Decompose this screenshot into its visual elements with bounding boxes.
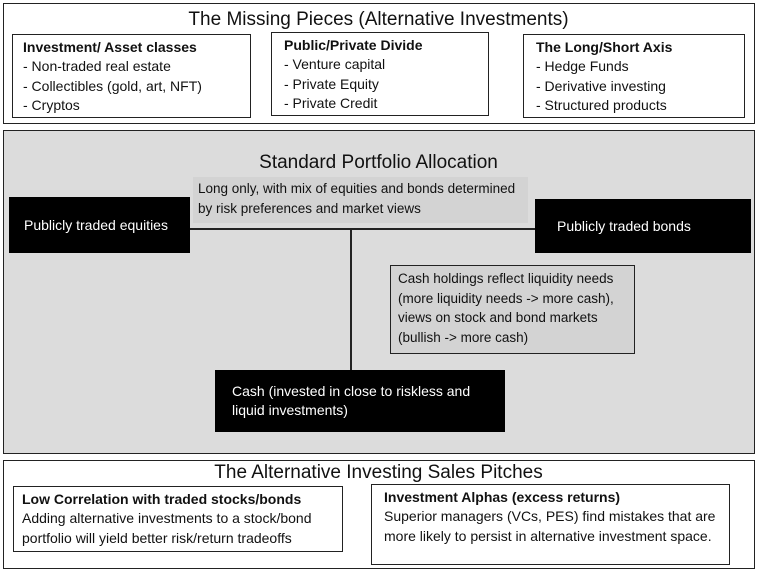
- standard-allocation-title: Standard Portfolio Allocation: [259, 152, 498, 173]
- low-correlation-box: Low Correlation with traded stocks/bonds…: [13, 486, 343, 552]
- list-item: - Venture capital: [284, 56, 386, 72]
- vertical-connector: [350, 228, 352, 371]
- investment-alphas-body: Superior managers (VCs, PES) find mistak…: [384, 508, 716, 544]
- public-private-box: Public/Private Divide - Venture capital …: [271, 32, 489, 116]
- asset-classes-list: - Non-traded real estate - Collectibles …: [23, 57, 240, 116]
- list-item: - Non-traded real estate: [23, 58, 171, 74]
- list-item: - Structured products: [536, 97, 667, 113]
- standard-allocation-panel: Standard Portfolio Allocation Long only,…: [3, 130, 755, 454]
- cash-label: Cash (invested in close to riskless and …: [232, 383, 471, 418]
- bonds-box: Publicly traded bonds: [535, 199, 751, 253]
- list-item: - Cryptos: [23, 97, 80, 113]
- missing-pieces-panel: The Missing Pieces (Alternative Investme…: [3, 3, 755, 124]
- investment-alphas-heading: Investment Alphas (excess returns): [384, 489, 621, 505]
- long-short-heading: The Long/Short Axis: [536, 39, 673, 55]
- bonds-label: Publicly traded bonds: [557, 217, 691, 234]
- asset-classes-heading: Investment/ Asset classes: [23, 39, 197, 55]
- list-item: - Private Credit: [284, 95, 378, 111]
- cash-note: Cash holdings reflect liquidity needs (m…: [390, 265, 635, 354]
- long-short-box: The Long/Short Axis - Hedge Funds - Deri…: [523, 34, 745, 118]
- asset-classes-box: Investment/ Asset classes - Non-traded r…: [12, 34, 251, 118]
- public-private-list: - Venture capital - Private Equity - Pri…: [284, 55, 476, 114]
- list-item: - Hedge Funds: [536, 58, 629, 74]
- public-private-heading: Public/Private Divide: [284, 37, 423, 53]
- long-short-list: - Hedge Funds - Derivative investing - S…: [536, 57, 732, 116]
- horizontal-connector: [184, 228, 544, 230]
- investment-alphas-box: Investment Alphas (excess returns) Super…: [371, 484, 730, 565]
- sales-pitches-panel: The Alternative Investing Sales Pitches …: [3, 460, 755, 569]
- list-item: - Private Equity: [284, 75, 379, 92]
- equities-box: Publicly traded equities: [9, 197, 190, 253]
- long-only-note: Long only, with mix of equities and bond…: [193, 177, 528, 223]
- sales-pitches-title: The Alternative Investing Sales Pitches: [214, 462, 543, 483]
- list-item: - Collectibles (gold, art, NFT): [23, 77, 202, 94]
- low-correlation-body: Adding alternative investments to a stoc…: [22, 510, 312, 546]
- low-correlation-heading: Low Correlation with traded stocks/bonds: [22, 491, 302, 507]
- list-item: - Derivative investing: [536, 77, 666, 94]
- cash-box: Cash (invested in close to riskless and …: [215, 370, 505, 432]
- equities-label: Publicly traded equities: [24, 216, 168, 233]
- missing-pieces-title: The Missing Pieces (Alternative Investme…: [188, 9, 569, 30]
